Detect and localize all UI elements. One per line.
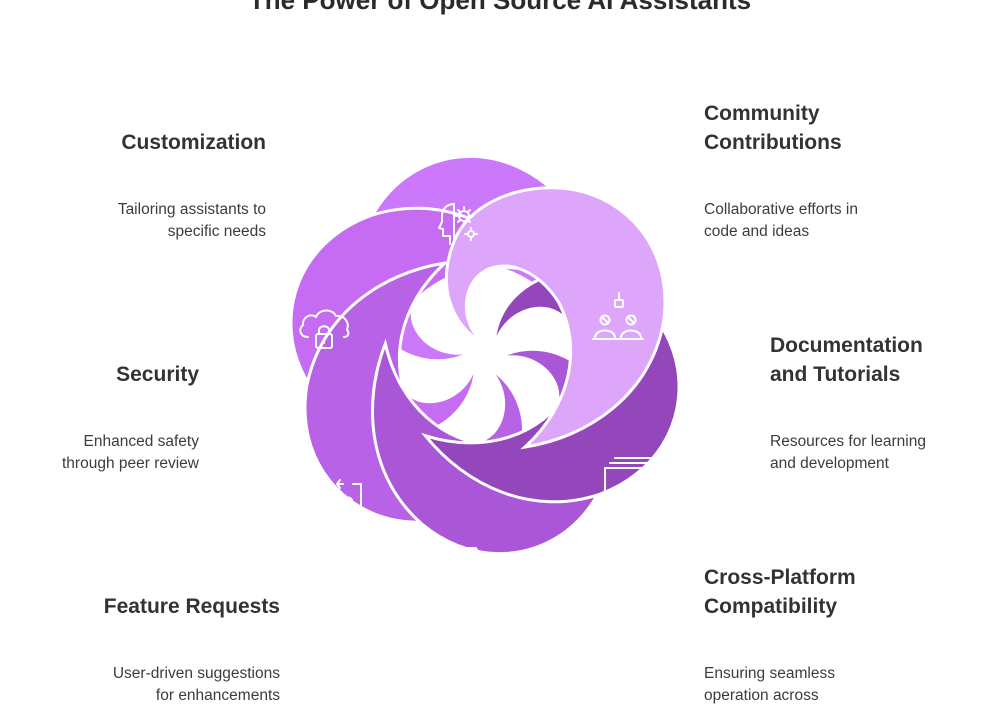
- documentation-title-line1: Documentation: [770, 334, 923, 357]
- users-chat-icon: [316, 479, 362, 523]
- cloud-lock-icon: [299, 309, 350, 349]
- security-title: Security: [116, 363, 199, 386]
- documentation-desc-line2: and development: [770, 455, 889, 472]
- label-security: Security Enhanced safety through peer re…: [0, 360, 199, 475]
- security-desc-line2: through peer review: [62, 455, 199, 472]
- feature-requests-desc-line1: User-driven suggestions: [112, 665, 280, 682]
- label-customization: Customization Tailoring assistants to sp…: [16, 128, 266, 243]
- community-desc-line1: Collaborative efforts in: [704, 201, 858, 218]
- community-desc-line2: code and ideas: [704, 223, 810, 240]
- devices-icon: [462, 547, 520, 603]
- head-gear-icon: [438, 203, 478, 245]
- customization-title: Customization: [121, 131, 266, 154]
- label-cross-platform: Cross-Platform Compatibility Ensuring se…: [704, 563, 954, 707]
- cross-platform-title-line2: Compatibility: [704, 595, 838, 618]
- label-community: Community Contributions Collaborative ef…: [704, 99, 954, 243]
- security-desc-line1: Enhanced safety: [83, 433, 199, 450]
- label-feature-requests: Feature Requests User-driven suggestions…: [30, 592, 280, 707]
- team-desk-icon: [592, 292, 644, 340]
- cross-platform-desc-line2: operation across: [704, 687, 819, 704]
- community-title-line2: Contributions: [704, 131, 842, 154]
- cross-platform-title-line1: Cross-Platform: [704, 566, 856, 589]
- customization-desc-line2: specific needs: [167, 223, 266, 240]
- page-title: The Power of Open Source AI Assistants: [248, 0, 752, 15]
- label-documentation: Documentation and Tutorials Resources fo…: [770, 331, 1000, 475]
- feature-requests-title: Feature Requests: [103, 595, 280, 618]
- customization-desc-line1: Tailoring assistants to: [117, 201, 266, 218]
- documentation-desc-line1: Resources for learning: [770, 433, 926, 450]
- feature-requests-desc-line2: for enhancements: [155, 687, 280, 704]
- community-title-line1: Community: [704, 102, 820, 125]
- documentation-title-line2: and Tutorials: [770, 363, 901, 386]
- cross-platform-desc-line1: Ensuring seamless: [704, 665, 835, 682]
- documents-icon: [604, 457, 662, 501]
